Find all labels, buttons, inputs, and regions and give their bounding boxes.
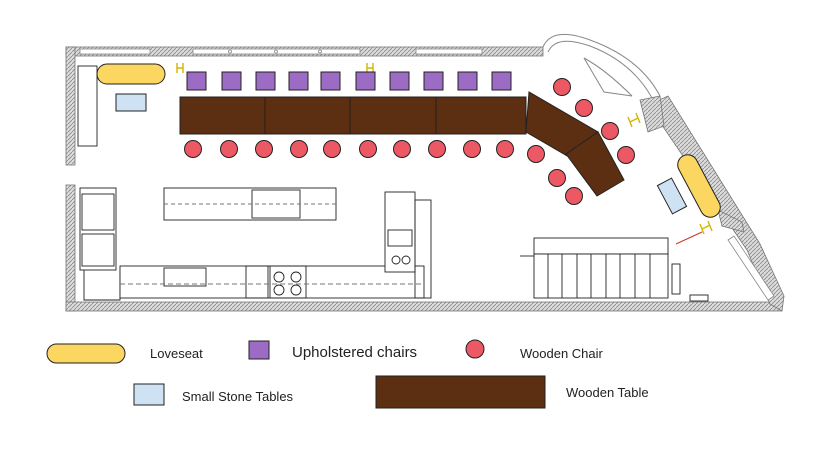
wooden-chair bbox=[527, 145, 545, 163]
legend-wooden-table-swatch bbox=[375, 375, 546, 409]
door-hinges bbox=[176, 63, 713, 235]
wooden-chair bbox=[184, 140, 202, 158]
right-window bbox=[727, 235, 775, 301]
fixtures bbox=[77, 65, 709, 302]
wooden-chair bbox=[548, 169, 566, 187]
wooden-chair bbox=[553, 78, 571, 96]
wooden-chairs bbox=[184, 78, 635, 205]
wooden-chair bbox=[617, 146, 635, 164]
upholstered-chairs bbox=[186, 71, 512, 91]
wooden-table bbox=[565, 131, 625, 197]
legend bbox=[46, 339, 546, 409]
legend-stone-table-swatch bbox=[133, 383, 165, 406]
upholstered-chair bbox=[423, 71, 444, 91]
legend-loveseat-swatch bbox=[46, 343, 126, 364]
legend-loveseat-label: Loveseat bbox=[150, 346, 203, 361]
wooden-chair bbox=[323, 140, 341, 158]
upholstered-chair bbox=[491, 71, 512, 91]
wooden-chair bbox=[393, 140, 411, 158]
wooden-chair bbox=[290, 140, 308, 158]
wooden-chair bbox=[220, 140, 238, 158]
curved-entry bbox=[542, 33, 661, 99]
upholstered-chair bbox=[221, 71, 242, 91]
wooden-table bbox=[349, 96, 437, 135]
wooden-chair bbox=[575, 99, 593, 117]
wooden-chair bbox=[359, 140, 377, 158]
wooden-chair bbox=[463, 140, 481, 158]
wooden-table bbox=[435, 96, 527, 135]
upholstered-chair bbox=[355, 71, 376, 91]
wooden-chair bbox=[565, 187, 583, 205]
wooden-chair bbox=[255, 140, 273, 158]
legend-upholstered-label: Upholstered chairs bbox=[292, 344, 418, 361]
upholstered-chair bbox=[255, 71, 276, 91]
wooden-chair bbox=[496, 140, 514, 158]
legend-wooden-chair-label: Wooden Chair bbox=[520, 346, 603, 361]
upholstered-chair bbox=[457, 71, 478, 91]
stone-table-right bbox=[656, 177, 688, 215]
top-windows bbox=[79, 48, 483, 55]
upholstered-chair bbox=[186, 71, 207, 91]
legend-upholstered-swatch bbox=[248, 340, 270, 360]
stone-table-left bbox=[115, 93, 147, 112]
loveseat-right bbox=[677, 154, 721, 218]
red-rope bbox=[675, 231, 703, 245]
wooden-chair bbox=[428, 140, 446, 158]
upholstered-chair bbox=[389, 71, 410, 91]
legend-stone-table-label: Small Stone Tables bbox=[182, 389, 294, 404]
upholstered-chair bbox=[320, 71, 341, 91]
upholstered-chair bbox=[288, 71, 309, 91]
loveseat-top-left bbox=[96, 63, 166, 85]
legend-wooden-table-label: Wooden Table bbox=[566, 385, 649, 400]
legend-wooden-chair-swatch bbox=[465, 339, 485, 359]
wooden-tables bbox=[179, 91, 625, 197]
wooden-chair bbox=[601, 122, 619, 140]
wooden-table bbox=[179, 96, 266, 135]
wooden-table bbox=[264, 96, 351, 135]
